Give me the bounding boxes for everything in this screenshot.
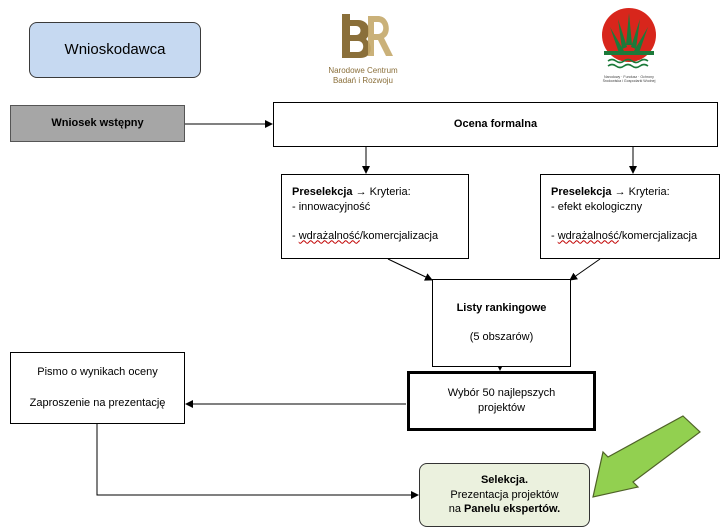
selekcja-box: Selekcja. Prezentacja projektów na Panel… — [419, 463, 590, 527]
ncbr-logo-mark-icon — [342, 14, 393, 58]
wybor-50-box: Wybór 50 najlepszych projektów — [407, 371, 596, 431]
preselekcja-right-item2: - wdrażalność/komercjalizacja — [551, 229, 698, 242]
ocena-formalna-label: Ocena formalna — [453, 118, 538, 131]
preselekcja-right-heading: Preselekcja → Kryteria: — [551, 186, 670, 198]
arrow-presel-right-listy — [569, 258, 601, 281]
preselekcja-right-box: Preselekcja → Kryteria: - efekt ekologic… — [540, 174, 720, 259]
wybor-line2: projektów — [477, 402, 526, 414]
selekcja-title: Selekcja. — [480, 473, 529, 486]
applicant-box: Wnioskodawca — [29, 22, 201, 78]
arrow-presel-left-listy — [387, 258, 433, 281]
preselekcja-left-item1: - innowacyjność — [292, 200, 371, 213]
ocena-formalna-box: Ocena formalna — [273, 102, 718, 147]
listy-rankingowe-box: Listy rankingowe (5 obszarów) — [432, 279, 571, 367]
preselekcja-left-box: Preselekcja → Kryteria: - innowacyjność … — [281, 174, 469, 259]
preselekcja-left-item2: - wdrażalność/komercjalizacja — [292, 229, 439, 242]
applicant-label: Wnioskodawca — [64, 40, 166, 58]
wybor-line1: Wybór 50 najlepszych — [447, 387, 556, 400]
highlight-arrow-icon — [592, 415, 701, 498]
listy-rankingowe-subtitle: (5 obszarów) — [469, 331, 534, 343]
nfosigw-logo: Narodowy · Fundusz · Ochrony Środowiska … — [596, 5, 662, 93]
selekcja-line3: na Panelu ekspertów. — [448, 503, 561, 516]
wniosek-wstepny-box: Wniosek wstępny — [10, 105, 185, 142]
preselekcja-right-item1: - efekt ekologiczny — [551, 200, 643, 213]
listy-rankingowe-title: Listy rankingowe — [456, 302, 547, 315]
ncbr-logo: Narodowe Centrum Badań i Rozwoju — [322, 6, 404, 92]
nfosigw-logo-mark-icon — [602, 8, 656, 69]
preselekcja-left-heading: Preselekcja → Kryteria: — [292, 186, 411, 198]
wniosek-wstepny-label: Wniosek wstępny — [51, 117, 144, 130]
arrow-pismo-selekcja — [96, 424, 419, 499]
pismo-box: Pismo o wynikach oceny Zaproszenie na pr… — [10, 352, 185, 424]
nfosigw-logo-text: Narodowy · Fundusz · Ochrony Środowiska … — [602, 75, 656, 84]
pismo-line2: Zaproszenie na prezentację — [29, 397, 166, 409]
ncbr-logo-text: Narodowe Centrum Badań i Rozwoju — [328, 66, 398, 85]
selekcja-line2: Prezentacja projektów — [450, 488, 559, 501]
pismo-line1: Pismo o wynikach oceny — [37, 366, 158, 379]
